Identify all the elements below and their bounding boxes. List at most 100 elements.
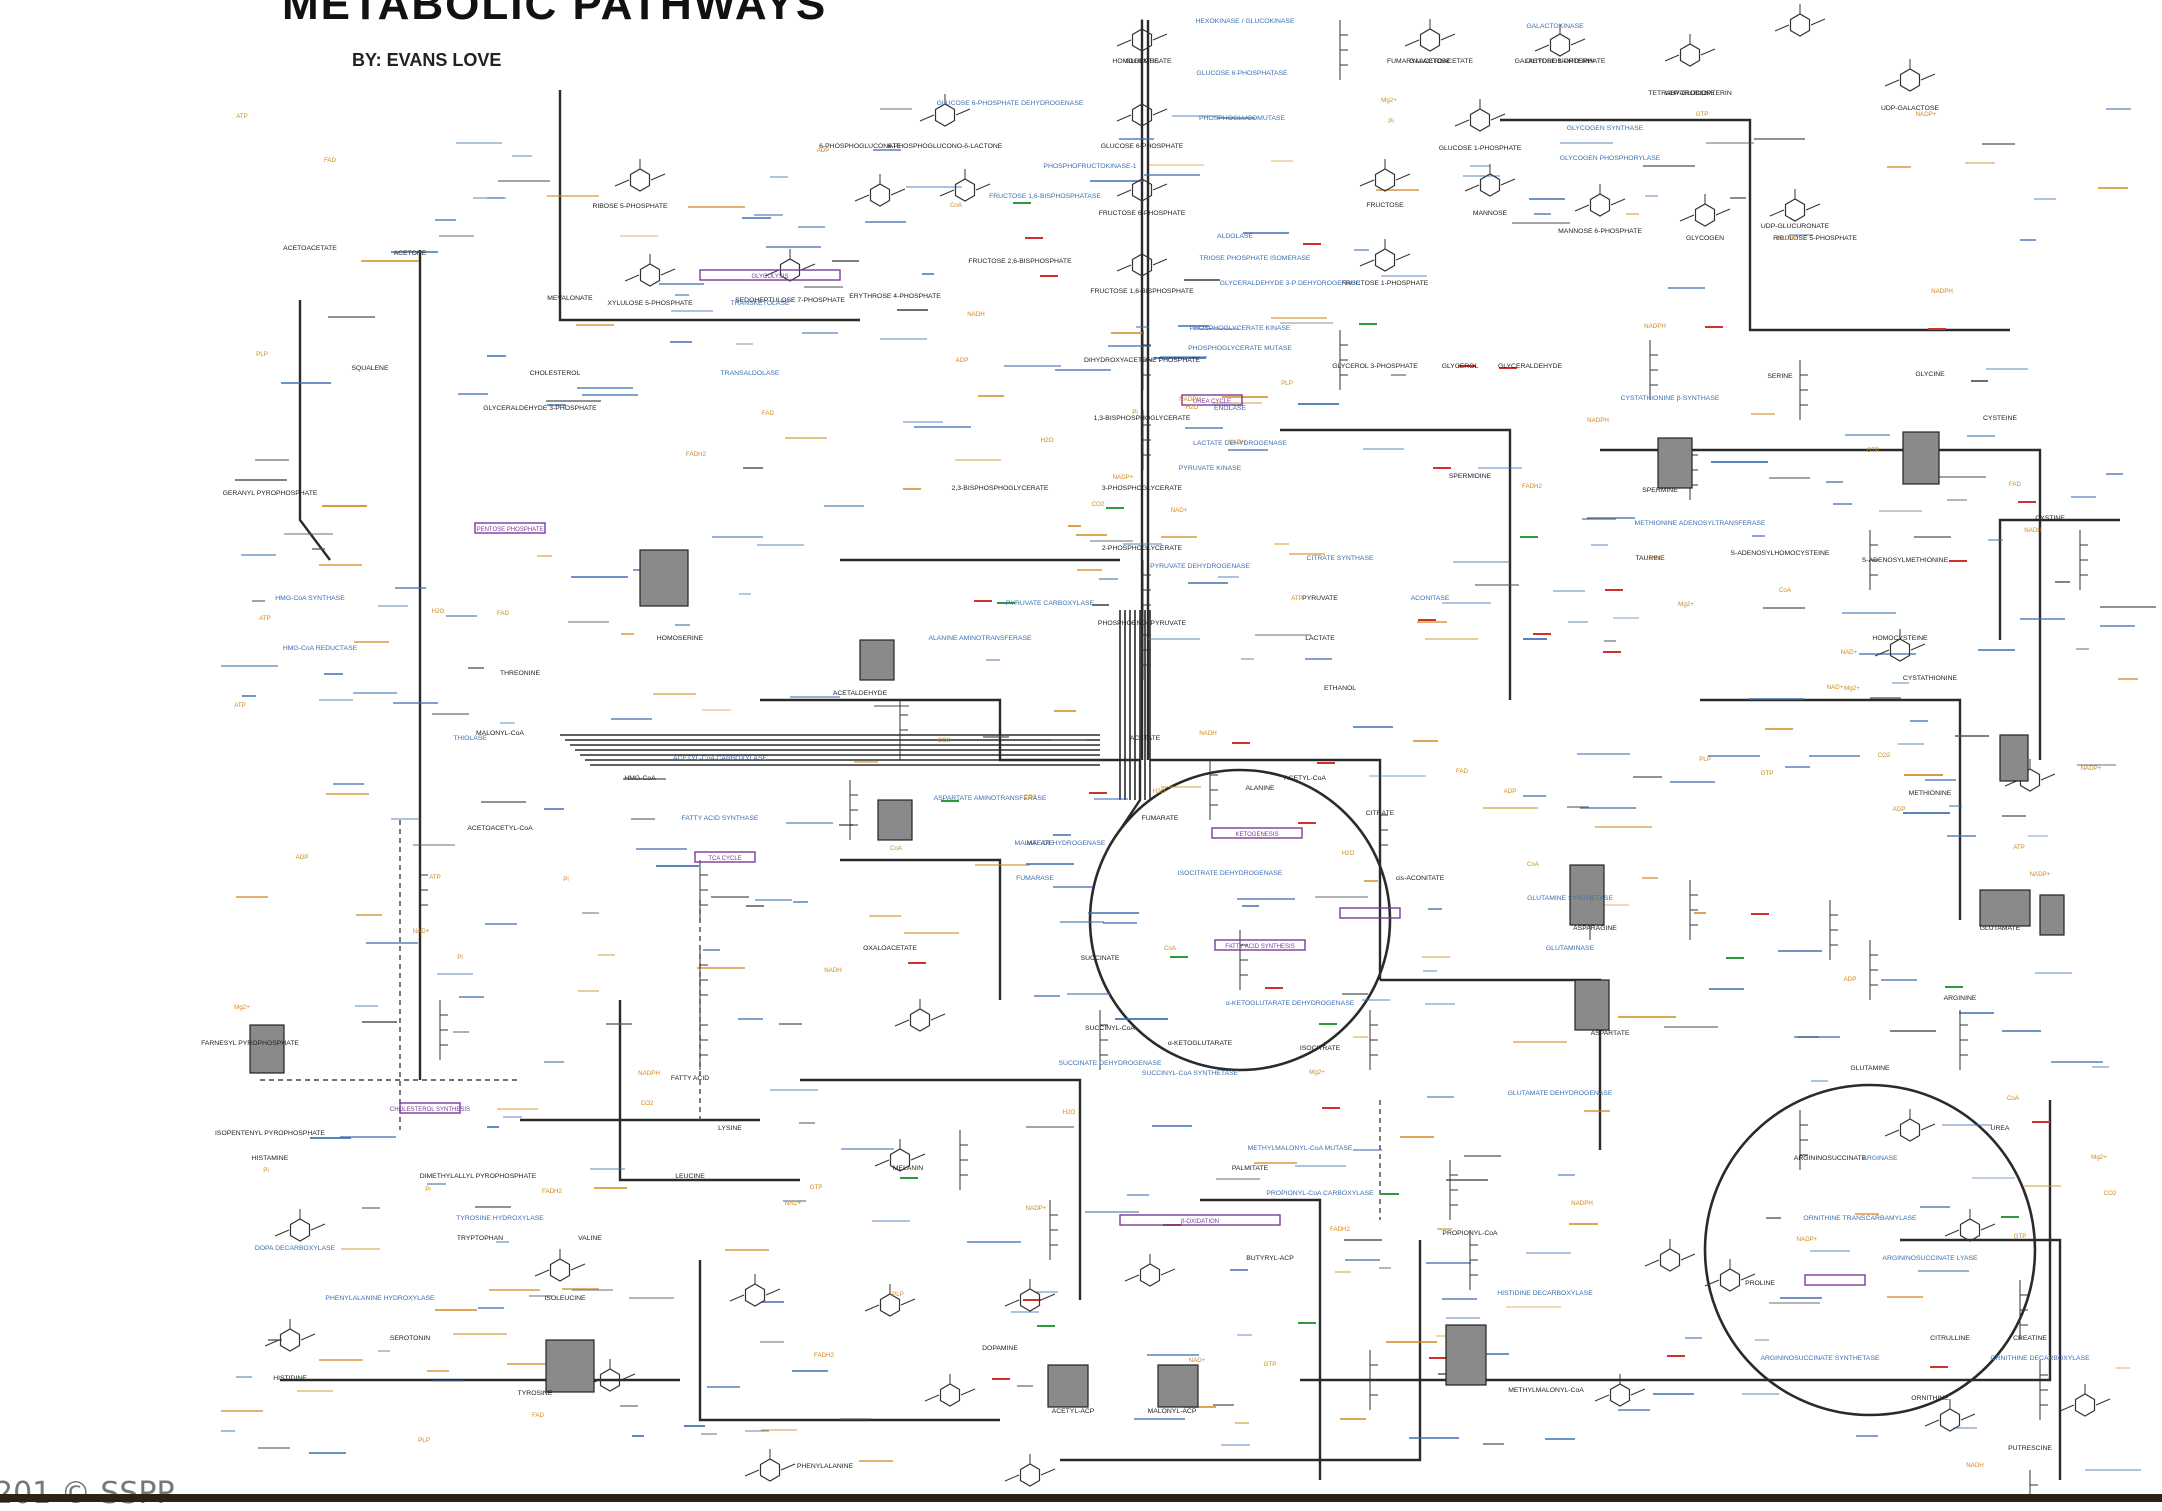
molecule-bond	[1116, 169, 1168, 197]
metabolite-label: PUTRESCINE	[2008, 1445, 2052, 1452]
molecule-ring	[1694, 203, 1716, 227]
cofactor-label: CO2	[641, 1100, 654, 1107]
enzyme-label: ACETYL-CoA CARBOXYLASE	[673, 755, 768, 762]
molecule-bond	[1124, 1254, 1176, 1282]
pathway-trunk-15	[1280, 428, 1512, 700]
pathway-trunk-5	[298, 300, 331, 561]
metabolite-label: PHENYLALANINE	[797, 1463, 854, 1470]
carbon-chain	[1799, 360, 1808, 420]
carbon-chain	[1239, 930, 1248, 990]
metabolite-label: ACETYL-CoA	[1284, 775, 1326, 782]
enzyme-label: METHYLMALONYL-CoA MUTASE	[1248, 1145, 1353, 1152]
enzyme-label: ORNITHINE TRANSCARBAMYLASE	[1803, 1215, 1917, 1222]
cofactor-label: ADP	[1893, 806, 1906, 813]
molecule-ring	[629, 168, 651, 192]
metabolite-label: S-ADENOSYLHOMOCYSTEINE	[1731, 550, 1830, 557]
enzyme-label: GLYCERALDEHYDE 3-P DEHYDROGENASE	[1220, 280, 1361, 287]
pathway-trunk-20	[840, 858, 1002, 1000]
carbon-chain	[1209, 760, 1218, 820]
highlighted-amino-acid-box	[545, 1339, 595, 1393]
molecule-bond	[1004, 1279, 1056, 1307]
molecule-bond	[1664, 34, 1716, 62]
molecule-bond	[2059, 1384, 2111, 1412]
cofactor-label: ADP	[296, 854, 309, 861]
section-tag	[399, 1102, 461, 1114]
metabolite-label: CITRATE	[1366, 810, 1395, 817]
enzyme-label: PHOSPHOFRUCTOKINASE-1	[1043, 163, 1136, 170]
carbon-chain	[699, 1010, 708, 1070]
cofactor-label: Pi	[563, 876, 569, 883]
highlighted-amino-acid-box	[1902, 431, 1940, 485]
pathway-trunk-18	[698, 1260, 1000, 1422]
metabolite-label: TYROSINE	[518, 1390, 553, 1397]
metabolite-label: DIHYDROXYACETONE PHOSPHATE	[1084, 357, 1200, 364]
molecule-bond	[1004, 1454, 1056, 1482]
metabolite-label: MALONYL-ACP	[1148, 1408, 1197, 1415]
molecule-bond	[1594, 1374, 1646, 1402]
metabolite-label: 6-PHOSPHOGLUCONO-δ-LACTONE	[888, 143, 1003, 150]
metabolite-label: α-KETOGLUTARATE	[1168, 1040, 1233, 1047]
molecule-ring	[1549, 33, 1571, 57]
molecule-bond	[624, 254, 676, 282]
molecule-bond	[864, 1284, 916, 1312]
enzyme-label: TRANSKETOLASE	[731, 300, 790, 307]
cofactor-label: FAD	[532, 1412, 545, 1419]
molecule-ring	[1784, 198, 1806, 222]
highlighted-amino-acid-box	[1047, 1364, 1089, 1408]
carbon-chain	[2019, 1280, 2028, 1340]
enzyme-label: ARGININOSUCCINATE LYASE	[1882, 1255, 1978, 1262]
metabolite-label: GALACTOSE 1-PHOSPHATE	[1515, 58, 1606, 65]
enzyme-label: CITRATE SYNTHASE	[1306, 555, 1374, 562]
molecule-bond	[874, 1139, 926, 1167]
cofactor-label: NADP+	[1026, 1205, 1047, 1212]
cofactor-label: H2O	[432, 608, 445, 615]
cofactor-label: GTP	[2014, 1233, 2027, 1240]
cofactor-label: H2O	[1041, 437, 1054, 444]
carbon-chain	[699, 950, 708, 1010]
cofactor-label: NADPH	[1571, 1200, 1593, 1207]
metabolite-label: BUTYRYL-ACP	[1246, 1255, 1294, 1262]
highlighted-amino-acid-box	[1445, 1324, 1487, 1386]
enzyme-label: ALDOLASE	[1217, 233, 1253, 240]
metabolite-label: S-ADENOSYLMETHIONINE	[1862, 557, 1949, 564]
cofactor-label: ATP	[236, 113, 248, 120]
cofactor-label: NADP+	[1797, 1236, 1818, 1243]
section-tag-label: KETOGENESIS	[1236, 832, 1279, 838]
metabolite-label: ACETOACETATE	[283, 245, 337, 252]
metabolite-label: ACETATE	[1130, 735, 1161, 742]
metabolite-label: ISOPENTENYL PYROPHOSPHATE	[215, 1130, 325, 1137]
molecule-ring	[1131, 28, 1153, 52]
enzyme-label: DOPA DECARBOXYLASE	[255, 1245, 336, 1252]
molecule-ring	[289, 1218, 311, 1242]
carbon-chain	[1369, 1010, 1378, 1070]
cofactor-label: NADPH	[1931, 288, 1953, 295]
metabolite-label: SUCCINYL-CoA	[1085, 1025, 1135, 1032]
enzyme-label: PROPIONYL-CoA CARBOXYLASE	[1266, 1190, 1374, 1197]
pathway-trunk-7	[1150, 758, 1382, 980]
cofactor-label: FAD	[2009, 481, 2022, 488]
cofactor-label: ADP	[956, 357, 969, 364]
metabolite-label: FUMARATE	[1142, 815, 1179, 822]
cofactor-label: Mg2+	[1381, 97, 1397, 104]
cofactor-label: CoA	[950, 202, 963, 209]
molecule-ring	[599, 1368, 621, 1392]
section-tag-label: β-OXIDATION	[1181, 1219, 1219, 1225]
molecule-ring	[909, 1008, 931, 1032]
metabolite-label: UREA	[1991, 1125, 2010, 1132]
metabolite-label: GLYCOGEN	[1686, 235, 1724, 242]
molecule-bond	[1644, 1239, 1696, 1267]
highlighted-amino-acid-box	[1999, 734, 2029, 782]
cofactor-label: CoA	[890, 845, 903, 852]
cofactor-label: NADPH	[1644, 323, 1666, 330]
carbon-chain	[2079, 530, 2088, 590]
metabolite-label: 3-PHOSPHOGLYCERATE	[1102, 485, 1183, 492]
section-tag	[1804, 1274, 1866, 1286]
carbon-chain	[1829, 900, 1838, 960]
pathway-trunk-13	[1600, 448, 2042, 760]
carbon-chain	[1799, 1110, 1808, 1170]
metabolite-label: MALONYL-CoA	[476, 730, 524, 737]
cofactor-label: Pi	[263, 1167, 269, 1174]
cofactor-label: FADH2	[686, 451, 707, 458]
